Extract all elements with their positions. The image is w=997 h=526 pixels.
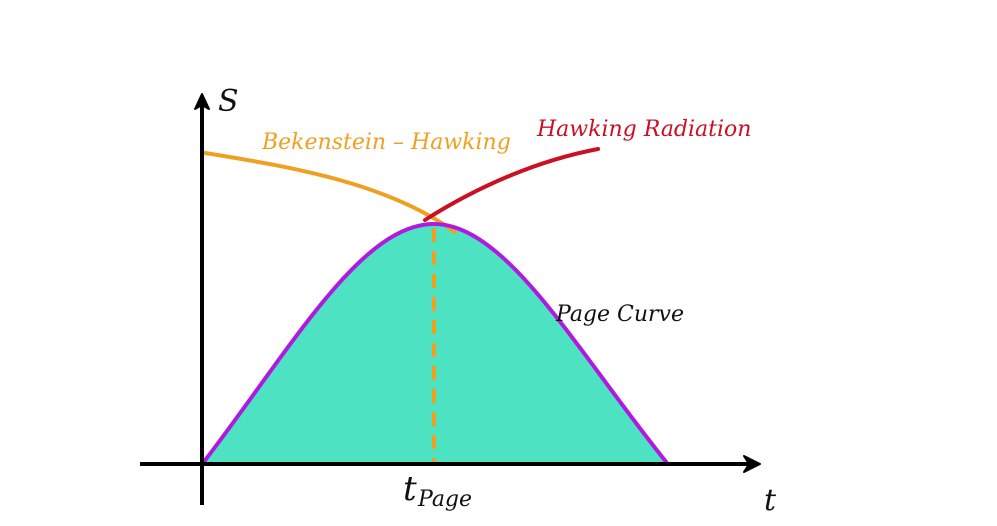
page-time-label-main: t bbox=[403, 469, 417, 509]
page-curve bbox=[201, 221, 669, 465]
hawking-radiation-label: Hawking Radiation bbox=[536, 117, 751, 142]
page-time-label-subscript: Page bbox=[417, 487, 472, 512]
page-curve-label: Page Curve bbox=[555, 302, 684, 327]
y-axis bbox=[194, 93, 210, 505]
hawking-radiation-curve bbox=[423, 147, 600, 222]
x-axis-arrow-icon bbox=[743, 455, 761, 473]
x-axis bbox=[140, 455, 761, 473]
y-axis-arrow-icon bbox=[194, 93, 210, 110]
y-axis-label: S bbox=[218, 84, 239, 119]
bekenstein-hawking-curve bbox=[203, 151, 457, 234]
page-time-label: t Page bbox=[403, 469, 472, 512]
bekenstein-hawking-label: Bekenstein – Hawking bbox=[261, 130, 511, 155]
x-axis-label: t bbox=[764, 483, 777, 518]
